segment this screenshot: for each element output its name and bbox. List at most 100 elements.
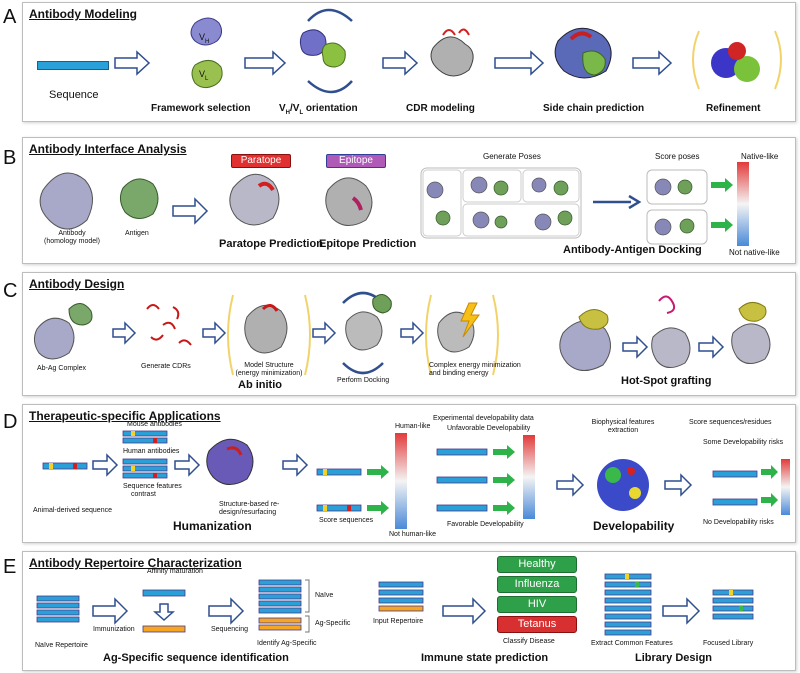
disease-hiv: HIV (497, 596, 577, 613)
docking-cycle-bottom (342, 362, 384, 375)
docking-label: Antibody-Antigen Docking (563, 244, 702, 256)
surface-patch-yellow (629, 487, 641, 499)
mouse-ab-label: Mouse antibodies (127, 421, 182, 428)
flow-arrow (92, 597, 129, 625)
flow-arrow (400, 321, 425, 345)
pose-antibody (472, 211, 490, 229)
panel-interface-analysis: Antibody Interface Analysis (22, 137, 796, 264)
flow-arrow (208, 597, 245, 625)
score-antigen (677, 179, 693, 195)
cdr-fragments (146, 304, 192, 346)
green-arrow (761, 465, 778, 479)
animal-seq-bar (42, 462, 88, 470)
flow-arrow (282, 453, 309, 477)
flow-arrow (172, 197, 209, 225)
sidechain-label: Side chain prediction (543, 103, 645, 114)
flow-arrow (202, 321, 227, 345)
ab-ag-complex-label: Ab-Ag Complex (37, 365, 87, 372)
seq-marker-yellow (323, 469, 327, 475)
focused-seq-bar (712, 605, 754, 612)
focused-seq-bar (712, 597, 754, 604)
pose-antigen (494, 215, 508, 229)
flow-arrow (382, 50, 419, 76)
refinement-bracket-right (774, 30, 782, 90)
antibody-structure (39, 172, 93, 230)
panel-letter-c: C (3, 280, 18, 302)
flow-arrow (632, 50, 673, 76)
energy-bracket-left (425, 294, 432, 376)
panel-title: Antibody Repertoire Characterization (29, 556, 242, 570)
cdr-model (430, 36, 474, 77)
ab-initio-label: Ab initio (238, 379, 282, 391)
epitope-structure (325, 177, 373, 226)
pose-antibody (470, 176, 488, 194)
surface-patch-green (605, 467, 621, 483)
humanization-structure (206, 438, 254, 485)
grafted-complex-antigen (738, 302, 767, 322)
orientation-vl (321, 42, 346, 68)
model-cdr (261, 304, 279, 312)
naive-label: Naïve (315, 592, 334, 599)
vh-label: VH (199, 32, 210, 45)
panel-therapeutic: Therapeutic-specific Applications (22, 404, 796, 543)
refinement-label: Refinement (706, 103, 761, 114)
seq-marker-green (739, 606, 743, 611)
lightning-bolt (460, 302, 480, 338)
pose-antigen (557, 210, 573, 226)
disease-influenza: Influenza (497, 576, 577, 593)
affinity-seq-bar-specific (142, 625, 186, 633)
no-risks-label: No Developability risks (703, 519, 774, 526)
paratope-structure (229, 173, 280, 226)
native-like-gradient (737, 162, 749, 246)
panel-a-graphics (114, 8, 782, 94)
humanization-label: Humanization (173, 519, 252, 533)
green-arrow (761, 493, 778, 507)
animal-seq-label: Animal-derived sequence (33, 507, 112, 514)
unfavorable-label: Unfavorable Developability (447, 425, 531, 432)
affinity-seq-bar (142, 589, 186, 597)
panel-title: Therapeutic-specific Applications (29, 409, 221, 423)
seq-marker-yellow (49, 463, 53, 469)
docking-structure (345, 311, 383, 351)
generate-poses-label: Generate Poses (483, 152, 541, 161)
hotspot-label: Hot-Spot grafting (621, 375, 712, 387)
panel-title: Antibody Modeling (29, 7, 137, 21)
panel-d-graphics (42, 430, 790, 529)
humanization-highlight (226, 446, 243, 456)
complex-energy-label-2: and binding energy (429, 370, 489, 377)
score-seq-bar (316, 504, 362, 512)
panel-repertoire: Antibody Repertoire Characterization (22, 551, 796, 671)
dev-seq-bar (436, 476, 488, 484)
structure-based-label-1: Structure-based re- (219, 501, 280, 508)
pose-box (462, 203, 580, 237)
human-like-gradient (395, 433, 407, 529)
panel-antibody-modeling: Antibody Modeling Sequence (22, 2, 796, 122)
model-bracket-right (304, 294, 311, 376)
antibody-label: Antibody (58, 230, 86, 237)
refinement-bracket-left (692, 30, 700, 90)
epitope-tag: Epitope (326, 154, 386, 168)
extract-label: Extract Common Features (591, 640, 673, 647)
vh-domain (190, 17, 223, 46)
pose-box (462, 169, 522, 203)
naive-rep-label: Naïve Repertoire (35, 642, 88, 649)
homology-label: (homology model) (43, 238, 101, 245)
flow-arrow (174, 453, 201, 477)
immune-state-label: Immune state prediction (421, 652, 549, 664)
paratope-prediction-label: Paratope Prediction (219, 238, 323, 250)
epitope-prediction-label: Epitope Prediction (319, 238, 417, 250)
panel-letter-d: D (3, 411, 18, 433)
pose-box (522, 169, 580, 203)
generate-cdrs-label: Generate CDRs (141, 363, 191, 370)
classify-label: Classify Disease (503, 638, 555, 645)
mouse-seq-stack (122, 430, 168, 479)
score-residues-label: Score sequences/residues (689, 419, 772, 426)
not-human-like-label: Not human-like (389, 531, 437, 538)
sequence-label: Sequence (49, 89, 99, 101)
favorable-label: Favorable Developability (447, 521, 524, 528)
seq-marker-red (153, 438, 157, 443)
green-arrow (367, 465, 389, 479)
seq-marker-red (153, 473, 157, 478)
vl-label: VL (199, 69, 209, 82)
surface-patch-red (627, 467, 635, 475)
